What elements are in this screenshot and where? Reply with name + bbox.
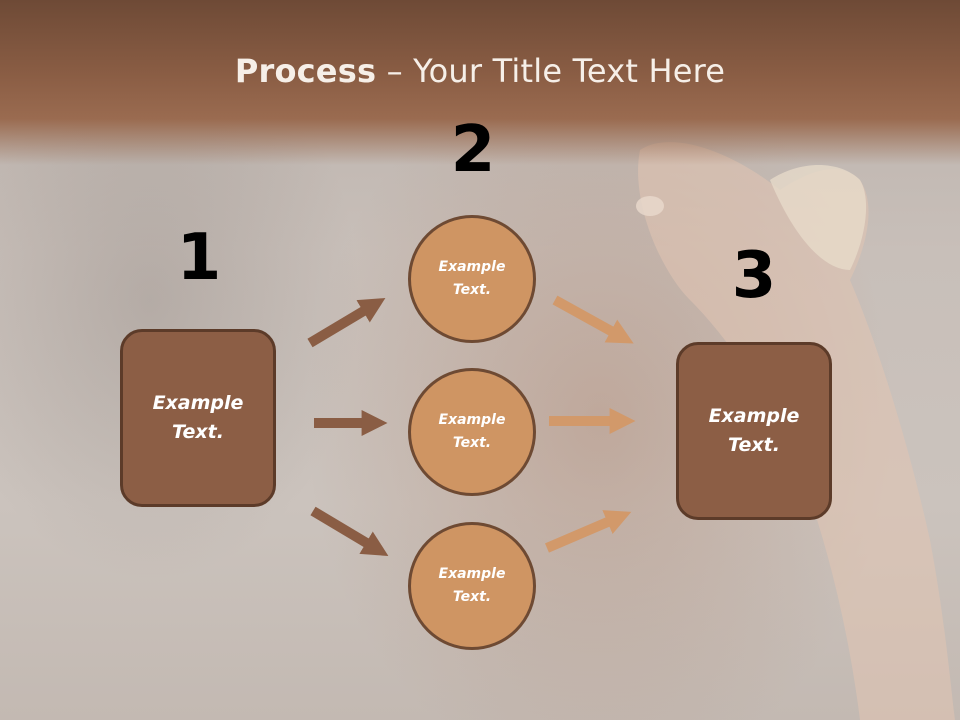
left-text-box[interactable]: Example Text. — [120, 329, 276, 507]
step-number-1[interactable]: 1 — [176, 221, 222, 295]
circle-middle[interactable]: Example Text. — [408, 368, 536, 496]
right-text-box[interactable]: Example Text. — [676, 342, 832, 520]
title-rest-part: – Your Title Text Here — [376, 52, 726, 90]
title-bold-part: Process — [234, 52, 377, 90]
slide-title[interactable]: Process – Your Title Text Here — [0, 52, 960, 90]
circle-bottom[interactable]: Example Text. — [408, 522, 536, 650]
title-band — [0, 0, 960, 165]
step-number-2[interactable]: 2 — [450, 113, 496, 187]
circle-top[interactable]: Example Text. — [408, 215, 536, 343]
step-number-3[interactable]: 3 — [731, 239, 777, 313]
